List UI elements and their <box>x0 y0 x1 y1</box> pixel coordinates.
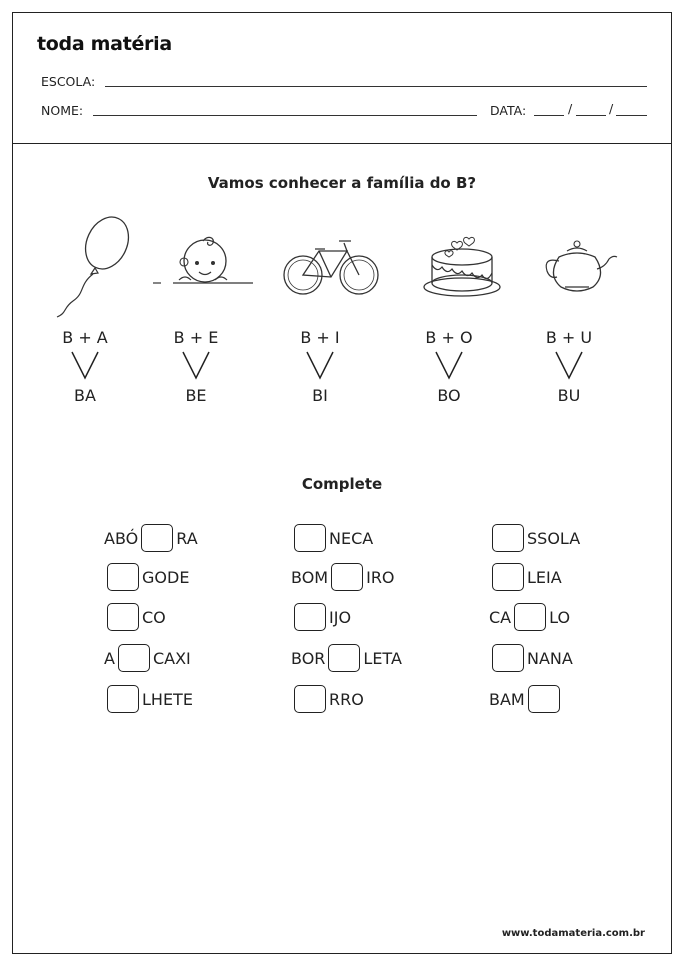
word-suffix: LETA <box>363 648 402 668</box>
v-arrow-icon <box>306 351 334 380</box>
word-prefix: A <box>104 648 115 668</box>
v-arrow-icon <box>435 351 463 380</box>
word-suffix: SSOLA <box>527 528 581 548</box>
complete-item: CO <box>104 601 166 633</box>
word-suffix: LO <box>549 607 571 627</box>
name-field[interactable] <box>93 115 477 116</box>
complete-item: NANA <box>489 642 573 674</box>
answer-box[interactable] <box>294 524 326 552</box>
complete-item: CA LO <box>489 601 570 633</box>
word-suffix: CO <box>142 607 166 627</box>
word-prefix: ABÓ <box>104 528 139 548</box>
syllable-result: BI <box>312 386 328 405</box>
teapot-icon <box>545 240 618 292</box>
balloon-icon <box>56 216 130 318</box>
footer-url: www.todamateria.com.br <box>501 928 645 939</box>
answer-box[interactable] <box>492 563 524 591</box>
answer-box[interactable] <box>117 644 150 672</box>
answer-box[interactable] <box>294 603 326 631</box>
answer-box[interactable] <box>141 524 174 552</box>
word-prefix: CA <box>489 607 512 627</box>
family-title: Vamos conhecer a família do B? <box>207 174 477 192</box>
school-label: ESCOLA: <box>41 74 96 89</box>
word-suffix: IJO <box>329 607 352 627</box>
cake-icon <box>423 236 501 297</box>
answer-box[interactable] <box>107 563 139 591</box>
word-prefix: BOM <box>291 567 329 587</box>
syllable-formula: B + U <box>545 328 593 347</box>
complete-item: LHETE <box>104 683 193 715</box>
syllable-result: BA <box>74 386 96 405</box>
worksheet-header: toda matéria ESCOLA: NOME: DATA: / / <box>13 13 671 144</box>
complete-item: BOM IRO <box>291 561 395 593</box>
school-field[interactable] <box>105 86 647 87</box>
v-arrow-icon <box>71 351 99 380</box>
bicycle-icon <box>283 240 379 295</box>
answer-box[interactable] <box>328 644 361 672</box>
answer-box[interactable] <box>527 685 560 713</box>
complete-title: Complete <box>301 475 383 493</box>
word-suffix: CAXI <box>152 648 191 668</box>
syllable-result: BO <box>437 386 461 405</box>
syllable-result: BE <box>185 386 207 405</box>
date-label: DATA: <box>490 103 527 118</box>
word-suffix: NECA <box>329 528 374 548</box>
answer-box[interactable] <box>294 685 326 713</box>
complete-item: SSOLA <box>489 522 580 554</box>
syllable-formula: B + A <box>62 328 108 347</box>
answer-box[interactable] <box>514 603 547 631</box>
name-label: NOME: <box>41 103 84 118</box>
syllable-formula: B + O <box>425 328 473 347</box>
complete-item: IJO <box>291 601 351 633</box>
word-prefix: BOR <box>291 648 326 668</box>
v-arrow-icon <box>182 351 210 380</box>
complete-item: BAM <box>489 683 563 715</box>
word-suffix: IRO <box>366 567 395 587</box>
syllable-result: BU <box>557 386 581 405</box>
word-suffix: NANA <box>527 648 573 668</box>
answer-box[interactable] <box>107 685 139 713</box>
word-suffix: GODE <box>142 567 190 587</box>
complete-item: RRO <box>291 683 364 715</box>
word-suffix: LEIA <box>527 567 562 587</box>
answer-box[interactable] <box>492 644 524 672</box>
worksheet: toda matéria ESCOLA: NOME: DATA: / / Vam… <box>12 12 672 954</box>
date-year-field[interactable] <box>616 115 647 116</box>
answer-box[interactable] <box>107 603 139 631</box>
syllable-formula: B + I <box>300 328 340 347</box>
complete-item: GODE <box>104 561 189 593</box>
date-separator: / <box>568 101 573 116</box>
date-day-field[interactable] <box>534 115 564 116</box>
complete-item: BOR LETA <box>291 642 402 674</box>
complete-item: A CAXI <box>104 642 191 674</box>
word-suffix: LHETE <box>142 689 193 709</box>
baby-icon <box>153 236 253 284</box>
answer-box[interactable] <box>331 563 364 591</box>
date-month-field[interactable] <box>576 115 606 116</box>
word-suffix: RRO <box>329 689 364 709</box>
complete-item: ABÓ RA <box>104 522 198 554</box>
syllable-formula: B + E <box>173 328 219 347</box>
date-separator: / <box>609 101 614 116</box>
complete-item: LEIA <box>489 561 562 593</box>
logo: toda matéria <box>37 33 172 55</box>
v-arrow-icon <box>555 351 583 380</box>
word-prefix: BAM <box>489 689 525 709</box>
word-suffix: RA <box>176 528 198 548</box>
answer-box[interactable] <box>492 524 524 552</box>
complete-item: NECA <box>291 522 373 554</box>
